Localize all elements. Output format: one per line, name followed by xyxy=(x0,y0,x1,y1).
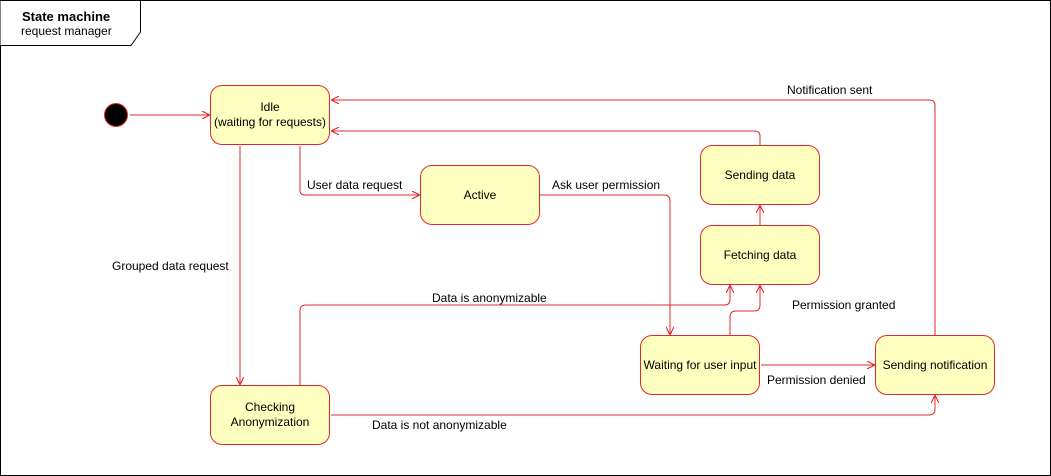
state-active-label: Active xyxy=(463,187,497,202)
state-fetching-data-label: Fetching data xyxy=(723,247,797,262)
arrow-active-to-waiting xyxy=(540,194,670,334)
state-checking-line2: Anonymization xyxy=(230,415,310,429)
state-checking-line1: Checking xyxy=(244,400,296,414)
label-permission-denied: Permission denied xyxy=(767,373,866,387)
label-data-not-anonymizable: Data is not anonymizable xyxy=(372,418,507,432)
state-active: Active xyxy=(420,165,540,225)
initial-state xyxy=(104,103,128,127)
arrow-waiting-to-fetching xyxy=(729,286,760,335)
label-data-is-anonymizable: Data is anonymizable xyxy=(432,291,547,305)
state-sending-data: Sending data xyxy=(700,145,820,205)
state-idle: Idle (waiting for requests) xyxy=(210,85,330,145)
state-fetching-data: Fetching data xyxy=(700,225,820,285)
state-idle-line1: Idle xyxy=(260,100,280,114)
frame-title: State machine xyxy=(22,9,111,24)
arrow-idle-to-active xyxy=(299,146,419,195)
label-user-data-request: User data request xyxy=(307,178,403,192)
arrow-checking-to-fetching xyxy=(299,286,730,385)
label-permission-granted: Permission granted xyxy=(792,298,896,312)
state-waiting-label: Waiting for user input xyxy=(643,357,757,372)
state-idle-line2: (waiting for requests) xyxy=(213,115,327,129)
arrow-checking-to-notification xyxy=(331,396,935,416)
state-sending-notification-label: Sending notification xyxy=(882,357,988,372)
label-grouped-data-request: Grouped data request xyxy=(112,259,229,273)
label-notification-sent: Notification sent xyxy=(787,83,873,97)
arrow-notification-to-idle xyxy=(332,100,936,335)
arrow-sending-data-to-idle xyxy=(332,131,761,145)
state-checking-anonymization: Checking Anonymization xyxy=(210,385,330,445)
state-sending-data-label: Sending data xyxy=(724,167,796,182)
frame-subtitle: request manager xyxy=(21,24,112,38)
state-sending-notification: Sending notification xyxy=(875,335,995,395)
state-waiting-for-user-input: Waiting for user input xyxy=(640,335,760,395)
frame-title-tab xyxy=(0,0,141,46)
label-ask-user-permission: Ask user permission xyxy=(552,178,661,192)
